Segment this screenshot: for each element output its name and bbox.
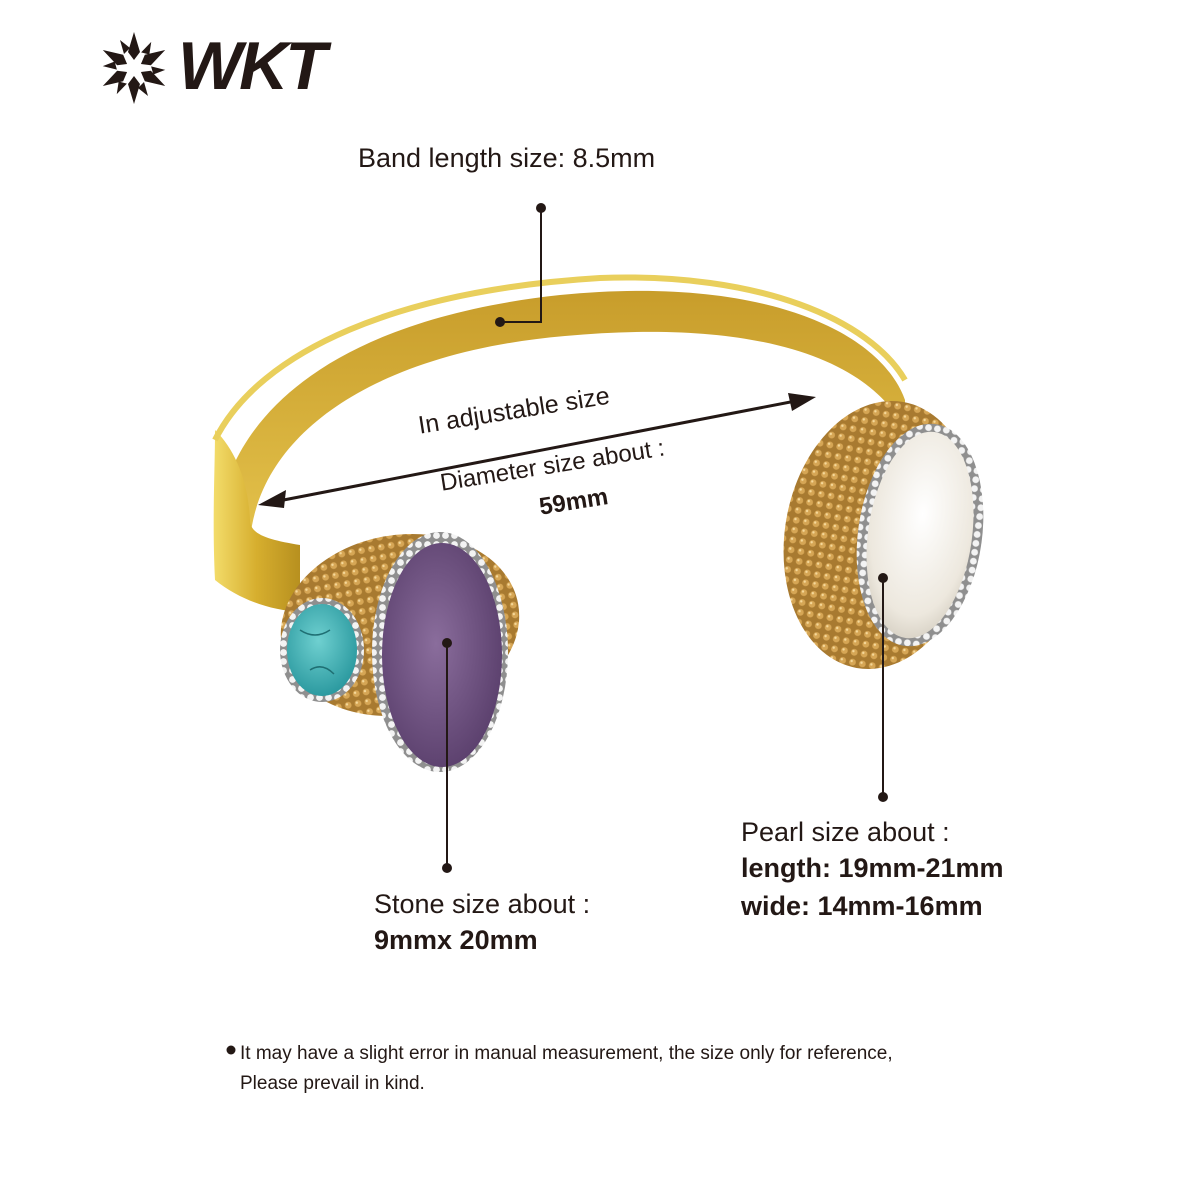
pearl-wide-value: wide: 14mm-16mm [741,891,983,921]
measurement-note-line2: Please prevail in kind. [240,1073,425,1094]
band-length-label: Band length size: 8.5mm [358,143,656,173]
snowflake-logo-icon [102,32,166,104]
pearl-length-value: length: 19mm-21mm [741,853,1004,883]
pearl-size-label: Pearl size about : [741,817,950,847]
stone-size-label: Stone size about : [374,889,591,919]
measurement-note-line1: It may have a slight error in manual mea… [240,1043,893,1064]
brand-logo: WKT [96,28,356,108]
stone-size-value: 9mmx 20mm [374,925,538,955]
brand-name: WKT [178,28,327,104]
